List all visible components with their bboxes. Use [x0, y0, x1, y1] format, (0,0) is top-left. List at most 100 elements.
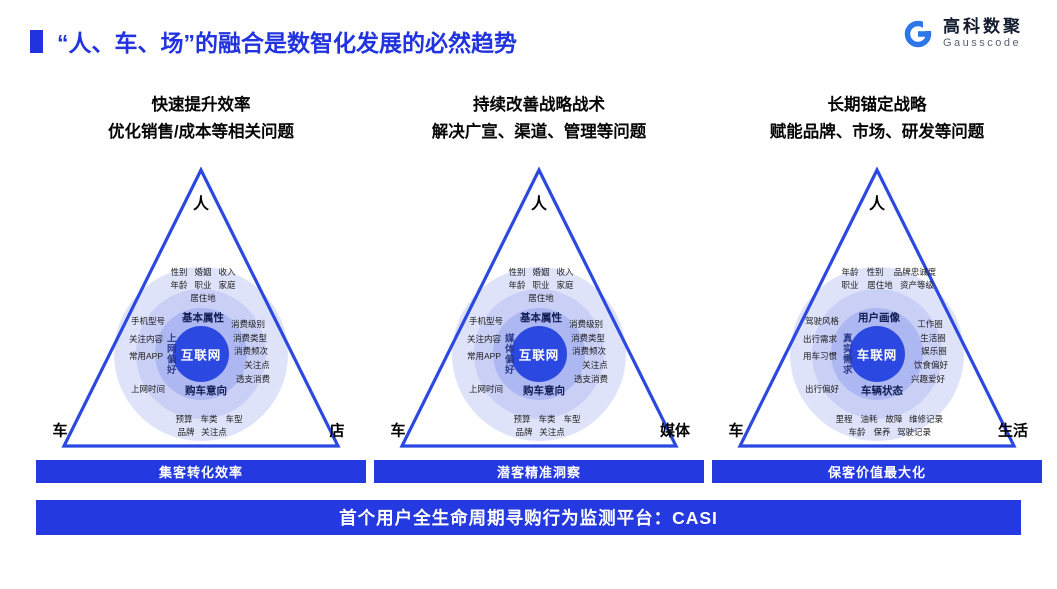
attribute-label: 用车习惯: [802, 350, 838, 361]
bottom-platform-bar: 首个用户全生命周期寻购行为监测平台：CASI: [36, 500, 1021, 535]
attribute-label: 年龄: [170, 279, 188, 290]
attribute-label: 上网时间: [468, 383, 504, 394]
panel-heading: 快速提升效率 优化销售/成本等相关问题: [108, 92, 294, 150]
attribute-label: 关注内容: [128, 333, 164, 344]
vertex-right-label: 店: [329, 422, 345, 440]
vertex-left-label: 车: [728, 422, 744, 440]
panel-heading: 长期锚定战略 赋能品牌、市场、研发等问题: [770, 92, 985, 150]
vertex-top-label: 人: [192, 196, 210, 213]
attribute-label: 饮食偏好: [913, 359, 949, 370]
attribute-label: 购车意向: [185, 384, 227, 397]
attribute-label: 车辆状态: [861, 384, 903, 397]
panel-heading-line1: 快速提升效率: [151, 96, 251, 114]
vertex-left-label: 车: [390, 422, 406, 440]
attribute-label: 收入: [218, 266, 236, 277]
logo-subname: Gausscode: [943, 37, 1022, 50]
attribute-label: 品牌: [515, 426, 533, 437]
triangle-rings-graphic: [737, 166, 1017, 448]
attribute-label: 品牌: [177, 426, 195, 437]
attribute-label: 车类: [538, 413, 556, 424]
attribute-label: 基本属性: [182, 311, 224, 324]
gausscode-logo-icon: [904, 20, 934, 48]
attribute-label: 车型: [563, 413, 581, 424]
attribute-label: 居住地: [190, 292, 216, 303]
panel-internet-media: 持续改善战略战术 解决广宣、渠道、管理等问题 人 车 媒体 互联网 性别婚姻收入…: [374, 92, 704, 483]
core-network-label: 互联网: [518, 348, 560, 363]
gausscode-logo: 高科数聚 Gausscode: [902, 17, 1023, 51]
attribute-label: 真实需求: [840, 333, 852, 375]
attribute-label: 出行偏好: [804, 383, 840, 394]
attribute-label: 上网时间: [130, 383, 166, 394]
page-title: “人、车、场”的融合是数智化发展的必然趋势: [57, 30, 517, 56]
attribute-label: 关注点: [244, 359, 270, 370]
vertex-top-label: 人: [530, 196, 548, 213]
panel-heading-line2: 解决广宣、渠道、管理等问题: [431, 123, 647, 142]
core-network-label: 互联网: [180, 348, 222, 363]
attribute-label: 车类: [200, 413, 218, 424]
attribute-label: 年龄: [508, 279, 526, 290]
attribute-label: 消费频次: [571, 345, 607, 356]
attribute-label: 购车意向: [523, 384, 565, 397]
attribute-label: 车型: [225, 413, 243, 424]
attribute-label: 媒体偏好: [502, 333, 514, 375]
triangle-rings-graphic: [61, 166, 341, 448]
attribute-label: 性别: [170, 266, 188, 277]
attribute-label: 常用APP: [466, 350, 502, 361]
attribute-label: 年龄: [841, 266, 859, 277]
attribute-label: 基本属性: [520, 311, 562, 324]
attribute-label: 家庭: [556, 279, 574, 290]
attribute-label: 娱乐圈: [921, 345, 947, 356]
attribute-label: 驾驶风格: [804, 315, 840, 326]
attribute-label: 消费级别: [230, 318, 266, 329]
logo-name: 高科数聚: [943, 17, 1023, 36]
title-accent-square: [30, 29, 43, 53]
attribute-label: 预算: [175, 413, 193, 424]
attribute-label: 手机型号: [130, 315, 166, 326]
attribute-label: 常用APP: [128, 350, 164, 361]
attribute-label: 关注点: [201, 426, 227, 437]
attribute-label: 故障: [885, 413, 903, 424]
attribute-label: 透支消费: [235, 373, 271, 384]
panel-kpi-bar: 集客转化效率: [36, 460, 366, 483]
attribute-label: 工作圈: [917, 318, 943, 329]
attribute-label: 兴趣爱好: [910, 373, 946, 384]
triangle-diagram: 人 车 店 互联网 性别婚姻收入年龄职业家庭居住地基本属性消费级别消费类型消费频…: [36, 150, 366, 456]
attribute-label: 婚姻: [194, 266, 212, 277]
attribute-label: 预算: [513, 413, 531, 424]
panel-heading-line1: 长期锚定战略: [827, 96, 927, 114]
panels-row: 快速提升效率 优化销售/成本等相关问题 人 车 店 互联网 性别婚姻收入年龄职业…: [36, 92, 1042, 483]
core-network-label: 车联网: [856, 348, 898, 363]
vertex-top-label: 人: [868, 196, 886, 213]
vertex-right-label: 媒体: [659, 422, 691, 440]
panel-kpi-bar: 保客价值最大化: [712, 460, 1042, 483]
attribute-label: 生活圈: [920, 332, 946, 343]
attribute-label: 关注点: [582, 359, 608, 370]
attribute-label: 出行需求: [802, 333, 838, 344]
attribute-label: 里程: [835, 413, 853, 424]
panel-iov-life: 长期锚定战略 赋能品牌、市场、研发等问题 人 车 生活 车联网 年龄性别品牌忠诚…: [712, 92, 1042, 483]
triangle-diagram: 人 车 媒体 互联网 性别婚姻收入年龄职业家庭居住地基本属性消费级别消费类型消费…: [374, 150, 704, 456]
panel-heading-line2: 赋能品牌、市场、研发等问题: [769, 123, 985, 142]
panel-kpi-bar: 潜客精准洞察: [374, 460, 704, 483]
attribute-label: 消费频次: [233, 345, 269, 356]
panel-heading-line1: 持续改善战略战术: [473, 96, 605, 114]
attribute-label: 性别: [508, 266, 526, 277]
panel-heading-line2: 优化销售/成本等相关问题: [107, 123, 295, 142]
attribute-label: 职业: [194, 279, 212, 290]
attribute-label: 用户画像: [858, 311, 900, 324]
slide-header: “人、车、场”的融合是数智化发展的必然趋势: [30, 24, 517, 58]
panel-internet-store: 快速提升效率 优化销售/成本等相关问题 人 车 店 互联网 性别婚姻收入年龄职业…: [36, 92, 366, 483]
attribute-label: 消费类型: [232, 332, 268, 343]
attribute-label: 关注内容: [466, 333, 502, 344]
attribute-label: 居住地: [867, 279, 893, 290]
attribute-label: 透支消费: [573, 373, 609, 384]
attribute-label: 上网偏好: [164, 333, 176, 375]
attribute-label: 资产等级: [899, 279, 935, 290]
attribute-label: 油耗: [860, 413, 878, 424]
attribute-label: 收入: [556, 266, 574, 277]
vertex-left-label: 车: [52, 422, 68, 440]
attribute-label: 手机型号: [468, 315, 504, 326]
attribute-label: 性别: [866, 266, 884, 277]
triangle-rings-graphic: [399, 166, 679, 448]
attribute-label: 品牌忠诚度: [893, 266, 937, 277]
